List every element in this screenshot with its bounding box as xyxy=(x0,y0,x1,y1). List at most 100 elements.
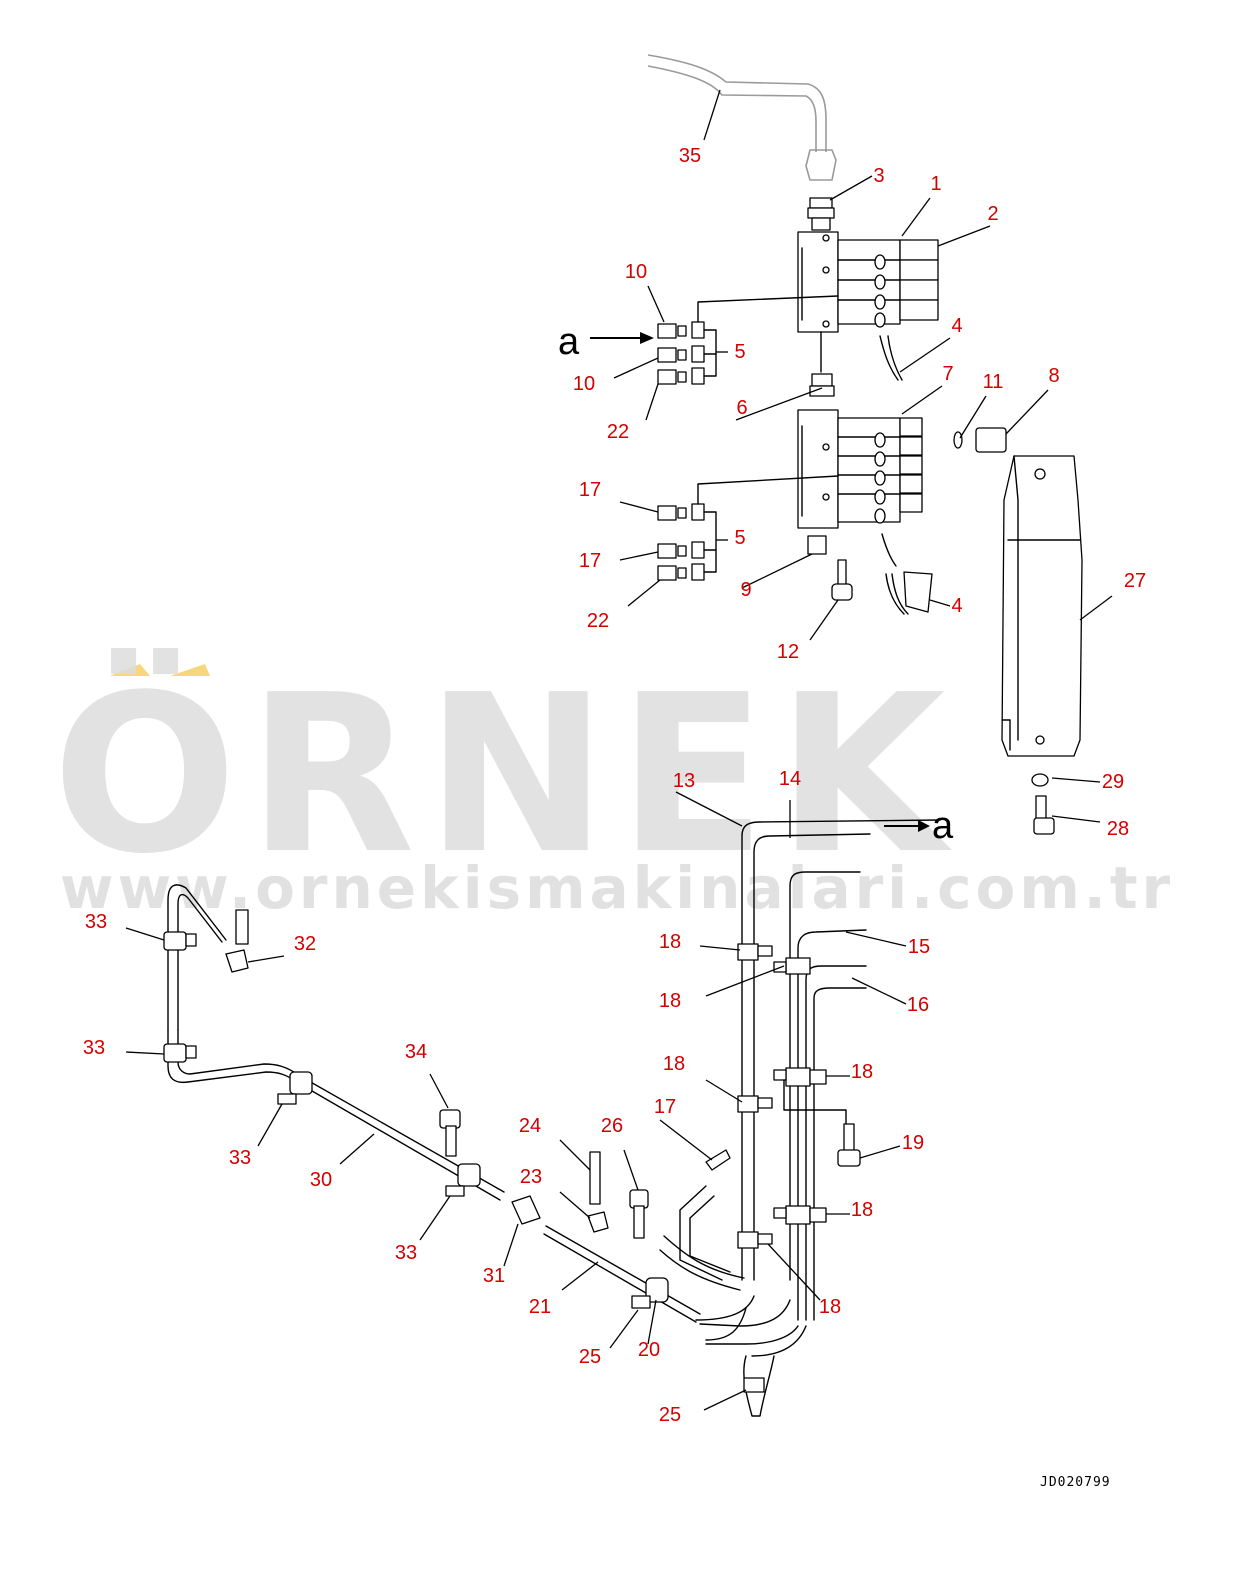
callout-number: 1 xyxy=(930,173,941,195)
studs-and-elbow xyxy=(587,1151,649,1239)
callout-number: 22 xyxy=(587,610,609,632)
leader-line xyxy=(645,383,659,421)
leader-line xyxy=(647,1299,657,1345)
callout-number: 10 xyxy=(625,261,647,283)
leader-line xyxy=(1079,595,1113,621)
callout-number: 11 xyxy=(983,371,1004,393)
leader-line xyxy=(419,1195,451,1241)
leader-line xyxy=(809,599,839,641)
bolt-19 xyxy=(837,1123,861,1167)
leader-line xyxy=(125,1051,165,1055)
leader-line xyxy=(559,1139,591,1171)
leader-line xyxy=(619,501,659,513)
callout-number: 18 xyxy=(851,1061,873,1083)
callout-number: 28 xyxy=(1107,818,1129,840)
cover-plate xyxy=(1001,455,1083,757)
callout-number: 3 xyxy=(873,165,884,187)
callout-number: 33 xyxy=(395,1242,417,1264)
callout-number: 10 xyxy=(573,373,595,395)
leader-line xyxy=(741,553,813,589)
callout-number: 4 xyxy=(951,595,962,617)
callout-number: 34 xyxy=(405,1041,427,1063)
leader-line xyxy=(929,599,951,607)
callout-number: 20 xyxy=(638,1339,660,1361)
watermark: ÖRNEK www.ornekismakinalari.com.tr xyxy=(52,648,1174,922)
callout-number: 33 xyxy=(85,911,107,933)
leader-line xyxy=(1005,389,1049,435)
leader-line xyxy=(609,1309,639,1349)
leader-line xyxy=(503,1223,519,1267)
callout-number: 19 xyxy=(902,1132,924,1154)
leader-line xyxy=(703,1389,747,1411)
leader-line xyxy=(1051,777,1101,783)
leader-line xyxy=(561,1261,599,1291)
leader-line xyxy=(125,927,165,941)
callout-number: 7 xyxy=(942,363,953,385)
callout-number: 26 xyxy=(601,1115,623,1137)
bolt-34 xyxy=(439,1109,461,1157)
leader-line xyxy=(937,225,991,247)
watermark-brand: ÖRNEK xyxy=(52,648,955,902)
leader-line xyxy=(559,1191,591,1219)
callout-number: 2 xyxy=(987,203,998,225)
leader-line xyxy=(247,955,285,963)
leader-line xyxy=(859,1145,901,1159)
washer-and-bolt xyxy=(1031,773,1055,835)
fitting-3 xyxy=(807,197,835,231)
fitting-17-lower xyxy=(705,1149,731,1171)
reference-markers: a a xyxy=(558,321,954,847)
callout-number: 14 xyxy=(779,768,801,790)
watermark-umlaut-right xyxy=(170,664,210,676)
callout-number: 17 xyxy=(579,550,601,572)
leader-line xyxy=(901,197,931,237)
fitting-32 xyxy=(225,909,249,973)
leader-line xyxy=(429,1073,449,1109)
callout-number: 15 xyxy=(908,936,930,958)
leader-line xyxy=(699,945,741,951)
leader-line xyxy=(619,551,659,561)
callout-number: 9 xyxy=(740,579,751,601)
leader-lines xyxy=(125,89,1113,1411)
lower-distributor-block xyxy=(797,409,923,529)
leader-line xyxy=(613,357,659,379)
callout-number: 31 xyxy=(483,1265,505,1287)
leader-line xyxy=(959,395,987,439)
leader-line xyxy=(257,1103,283,1147)
leader-line xyxy=(627,579,661,607)
callout-number: 18 xyxy=(663,1053,685,1075)
callout-number: 25 xyxy=(659,1404,681,1426)
callout-number: 12 xyxy=(777,641,799,663)
callout-number: 17 xyxy=(579,479,601,501)
leader-line xyxy=(735,387,823,421)
clips-4 xyxy=(879,335,933,615)
callout-number: 27 xyxy=(1124,570,1146,592)
leader-line xyxy=(675,791,743,827)
callout-number: 25 xyxy=(579,1346,601,1368)
callout-number: 35 xyxy=(679,145,701,167)
callout-number: 16 xyxy=(907,994,929,1016)
callout-number: 13 xyxy=(673,770,695,792)
leader-line xyxy=(845,931,907,947)
callout-number: 33 xyxy=(83,1037,105,1059)
leader-line xyxy=(901,385,943,415)
upper-distributor-block xyxy=(797,231,939,333)
callout-number: 21 xyxy=(529,1296,551,1318)
callout-number: 6 xyxy=(736,397,747,419)
leader-line xyxy=(659,1119,713,1161)
leader-line xyxy=(851,977,907,1005)
watermark-url: www.ornekismakinalari.com.tr xyxy=(60,854,1174,922)
callout-number: 24 xyxy=(519,1115,541,1137)
leader-line xyxy=(899,337,951,373)
callout-number: 29 xyxy=(1102,771,1124,793)
callout-number: 18 xyxy=(851,1199,873,1221)
plug-and-bolt xyxy=(807,535,853,601)
callout-number: 17 xyxy=(654,1096,676,1118)
leader-line xyxy=(767,1243,821,1301)
tube-bundle xyxy=(659,819,941,1417)
tube-21 xyxy=(543,1225,765,1393)
leader-line xyxy=(705,1079,743,1103)
callout-number: 5 xyxy=(734,527,745,549)
callout-number: 33 xyxy=(229,1147,251,1169)
